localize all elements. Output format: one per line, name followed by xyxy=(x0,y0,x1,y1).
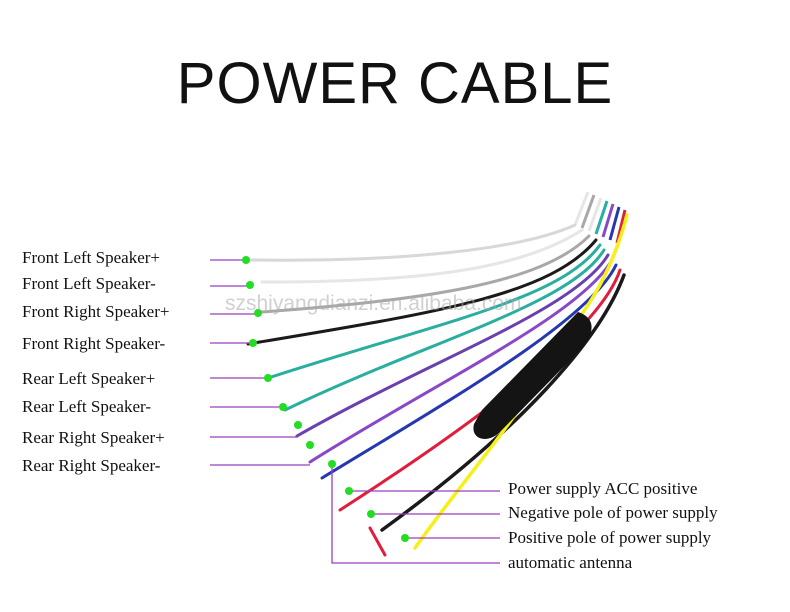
watermark-text: szshiyangdianzi.en.alibaba.com xyxy=(225,292,522,315)
connector-wire-ends xyxy=(573,191,627,244)
label-acc-positive: Power supply ACC positive xyxy=(508,479,698,498)
wire-rear-right-minus xyxy=(308,258,614,464)
wire-rear-right-plus xyxy=(295,253,610,438)
wire-front-right-plus xyxy=(260,234,591,314)
connection-dots xyxy=(242,256,409,542)
label-positive-pole: Positive pole of power supply xyxy=(508,528,712,547)
leader-lines xyxy=(210,259,500,564)
label-rear-right-plus: Rear Right Speaker+ xyxy=(22,428,165,447)
label-front-left-plus: Front Left Speaker+ xyxy=(22,248,160,267)
diagram-title: POWER CABLE xyxy=(176,51,614,116)
label-rear-left-plus: Rear Left Speaker+ xyxy=(22,369,156,388)
label-rear-right-minus: Rear Right Speaker- xyxy=(22,456,161,475)
speaker-wires xyxy=(246,213,629,557)
wire-front-left-minus xyxy=(260,228,584,284)
wire-rear-left-minus xyxy=(283,248,606,412)
wire-rear-left-plus xyxy=(266,243,602,380)
label-automatic-antenna: automatic antenna xyxy=(508,553,633,572)
label-front-left-minus: Front Left Speaker- xyxy=(22,274,156,293)
label-front-right-plus: Front Right Speaker+ xyxy=(22,302,170,321)
wire-front-left-plus xyxy=(248,223,577,262)
label-negative-pole: Negative pole of power supply xyxy=(508,503,718,522)
label-front-right-minus: Front Right Speaker- xyxy=(22,334,166,353)
label-rear-left-minus: Rear Left Speaker- xyxy=(22,397,151,416)
wire-front-right-minus xyxy=(246,238,598,346)
fuse-sleeve xyxy=(473,312,592,439)
